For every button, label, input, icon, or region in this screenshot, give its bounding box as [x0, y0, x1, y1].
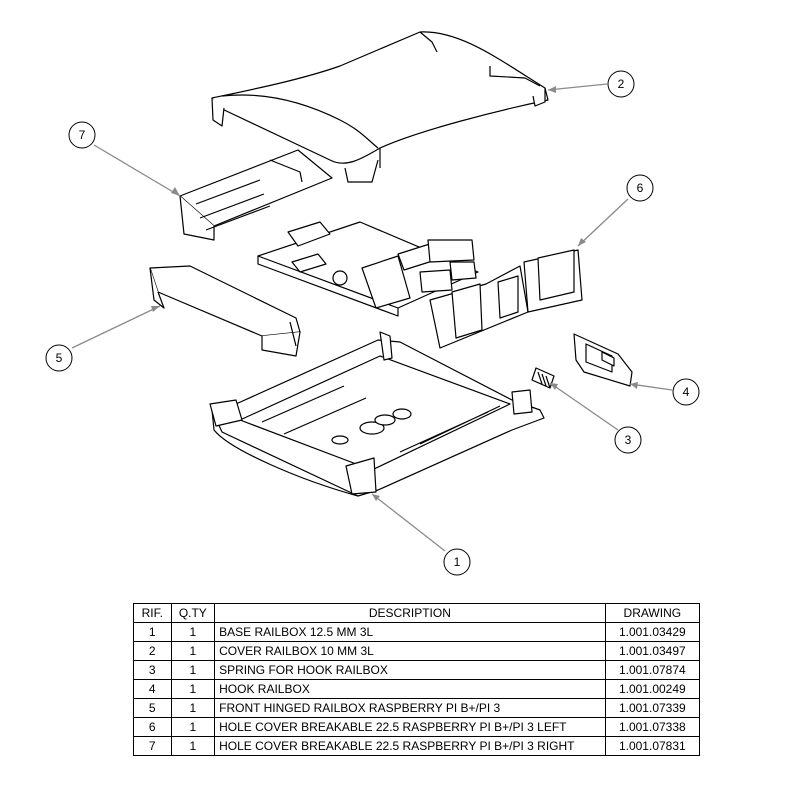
bill-of-materials-table: RIF. Q.TY DESCRIPTION DRAWING 1 1 BASE R…	[133, 603, 701, 756]
bom-cell-drawing: 1.001.07338	[604, 717, 701, 737]
bom-row: 1 1 BASE RAILBOX 12.5 MM 3L 1.001.03429	[133, 622, 701, 642]
callout-number-4: 4	[683, 385, 690, 399]
bom-header-rif: RIF.	[133, 603, 172, 623]
bom-header-drawing: DRAWING	[604, 603, 701, 623]
bom-header-qty: Q.TY	[170, 603, 216, 623]
callout-balloon-6	[626, 174, 654, 202]
bom-cell-qty: 1	[170, 717, 216, 737]
callout-balloon-3	[614, 426, 642, 454]
bom-cell-drawing: 1.001.07874	[604, 660, 701, 680]
part-cover-railbox	[211, 31, 549, 183]
exploded-assembly-drawing: 2 7 6 5 4 3 1	[45, 31, 700, 576]
bom-cell-rif: 2	[133, 641, 172, 661]
bom-cell-rif: 1	[133, 622, 172, 642]
bom-cell-rif: 5	[133, 698, 172, 718]
bom-row: 2 1 COVER RAILBOX 10 MM 3L 1.001.03497	[133, 641, 701, 661]
bom-cell-drawing: 1.001.07339	[604, 698, 701, 718]
bom-header-row: RIF. Q.TY DESCRIPTION DRAWING	[133, 603, 701, 623]
bom-row: 5 1 FRONT HINGED RAILBOX RASPBERRY PI B+…	[133, 698, 701, 718]
callout-number-3: 3	[625, 433, 632, 447]
part-base-railbox	[209, 331, 545, 497]
callout-number-2: 2	[618, 77, 625, 91]
leader-arrowheads	[151, 86, 638, 501]
bom-header-description: DESCRIPTION	[214, 603, 606, 623]
callout-balloon-1	[443, 548, 471, 576]
bom-cell-rif: 6	[133, 717, 172, 737]
bom-cell-rif: 4	[133, 679, 172, 699]
bom-cell-qty: 1	[170, 660, 216, 680]
part-hole-cover-right	[179, 149, 333, 241]
bom-cell-description: SPRING FOR HOOK RAILBOX	[214, 660, 606, 680]
part-hook	[573, 333, 633, 387]
bom-cell-qty: 1	[170, 641, 216, 661]
callout-number-7: 7	[79, 128, 86, 142]
bom-cell-drawing: 1.001.03429	[604, 622, 701, 642]
bom-cell-qty: 1	[170, 736, 216, 756]
bom-cell-description: COVER RAILBOX 10 MM 3L	[214, 641, 606, 661]
bom-row: 6 1 HOLE COVER BREAKABLE 22.5 RASPBERRY …	[133, 717, 701, 737]
callout-balloon-5	[45, 344, 73, 372]
bom-cell-qty: 1	[170, 698, 216, 718]
bom-cell-description: BASE RAILBOX 12.5 MM 3L	[214, 622, 606, 642]
callout-balloon-7	[68, 121, 96, 149]
part-spring	[531, 367, 555, 389]
callout-balloons	[45, 70, 700, 576]
part-hole-cover-left	[429, 249, 583, 349]
bom-cell-qty: 1	[170, 622, 216, 642]
bom-cell-drawing: 1.001.03497	[604, 641, 701, 661]
bom-cell-drawing: 1.001.00249	[604, 679, 701, 699]
bom-cell-description: HOLE COVER BREAKABLE 22.5 RASPBERRY PI B…	[214, 736, 606, 756]
bom-row: 3 1 SPRING FOR HOOK RAILBOX 1.001.07874	[133, 660, 701, 680]
bom-cell-description: HOLE COVER BREAKABLE 22.5 RASPBERRY PI B…	[214, 717, 606, 737]
bom-cell-qty: 1	[170, 679, 216, 699]
bom-row: 7 1 HOLE COVER BREAKABLE 22.5 RASPBERRY …	[133, 736, 701, 756]
bom-cell-description: FRONT HINGED RAILBOX RASPBERRY PI B+/PI …	[214, 698, 606, 718]
bom-cell-rif: 3	[133, 660, 172, 680]
raspberry-pi-board	[257, 221, 479, 317]
callout-balloon-2	[607, 70, 635, 98]
callout-number-1: 1	[454, 555, 461, 569]
leader-lines	[71, 83, 673, 552]
part-front-hinged	[149, 265, 301, 357]
bom-cell-drawing: 1.001.07831	[604, 736, 701, 756]
bom-cell-description: HOOK RAILBOX	[214, 679, 606, 699]
callout-number-6: 6	[637, 181, 644, 195]
bom-row: 4 1 HOOK RAILBOX 1.001.00249	[133, 679, 701, 699]
callout-balloon-4	[672, 378, 700, 406]
bom-cell-rif: 7	[133, 736, 172, 756]
callout-number-5: 5	[56, 351, 63, 365]
